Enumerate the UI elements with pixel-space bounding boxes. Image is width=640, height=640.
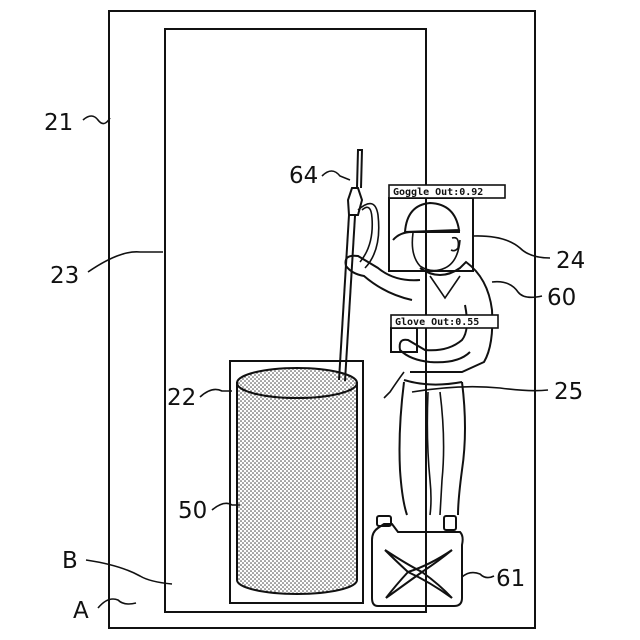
ref-50: 50 xyxy=(178,498,207,524)
ref-22: 22 xyxy=(167,385,196,411)
ref-21: 21 xyxy=(44,110,73,136)
ref-23: 23 xyxy=(50,263,79,289)
ref-24: 24 xyxy=(556,248,585,274)
glove-detection-label: Glove Out:0.55 xyxy=(395,317,479,328)
ref-60: 60 xyxy=(547,285,576,311)
ref-61: 61 xyxy=(496,566,525,592)
ref-b: B xyxy=(62,548,78,574)
goggle-detection-label: Goggle Out:0.92 xyxy=(393,187,483,198)
canister xyxy=(372,516,463,606)
ref-a: A xyxy=(73,598,89,624)
ref-64: 64 xyxy=(289,163,318,189)
ref-25: 25 xyxy=(554,379,583,405)
tank xyxy=(237,368,357,594)
